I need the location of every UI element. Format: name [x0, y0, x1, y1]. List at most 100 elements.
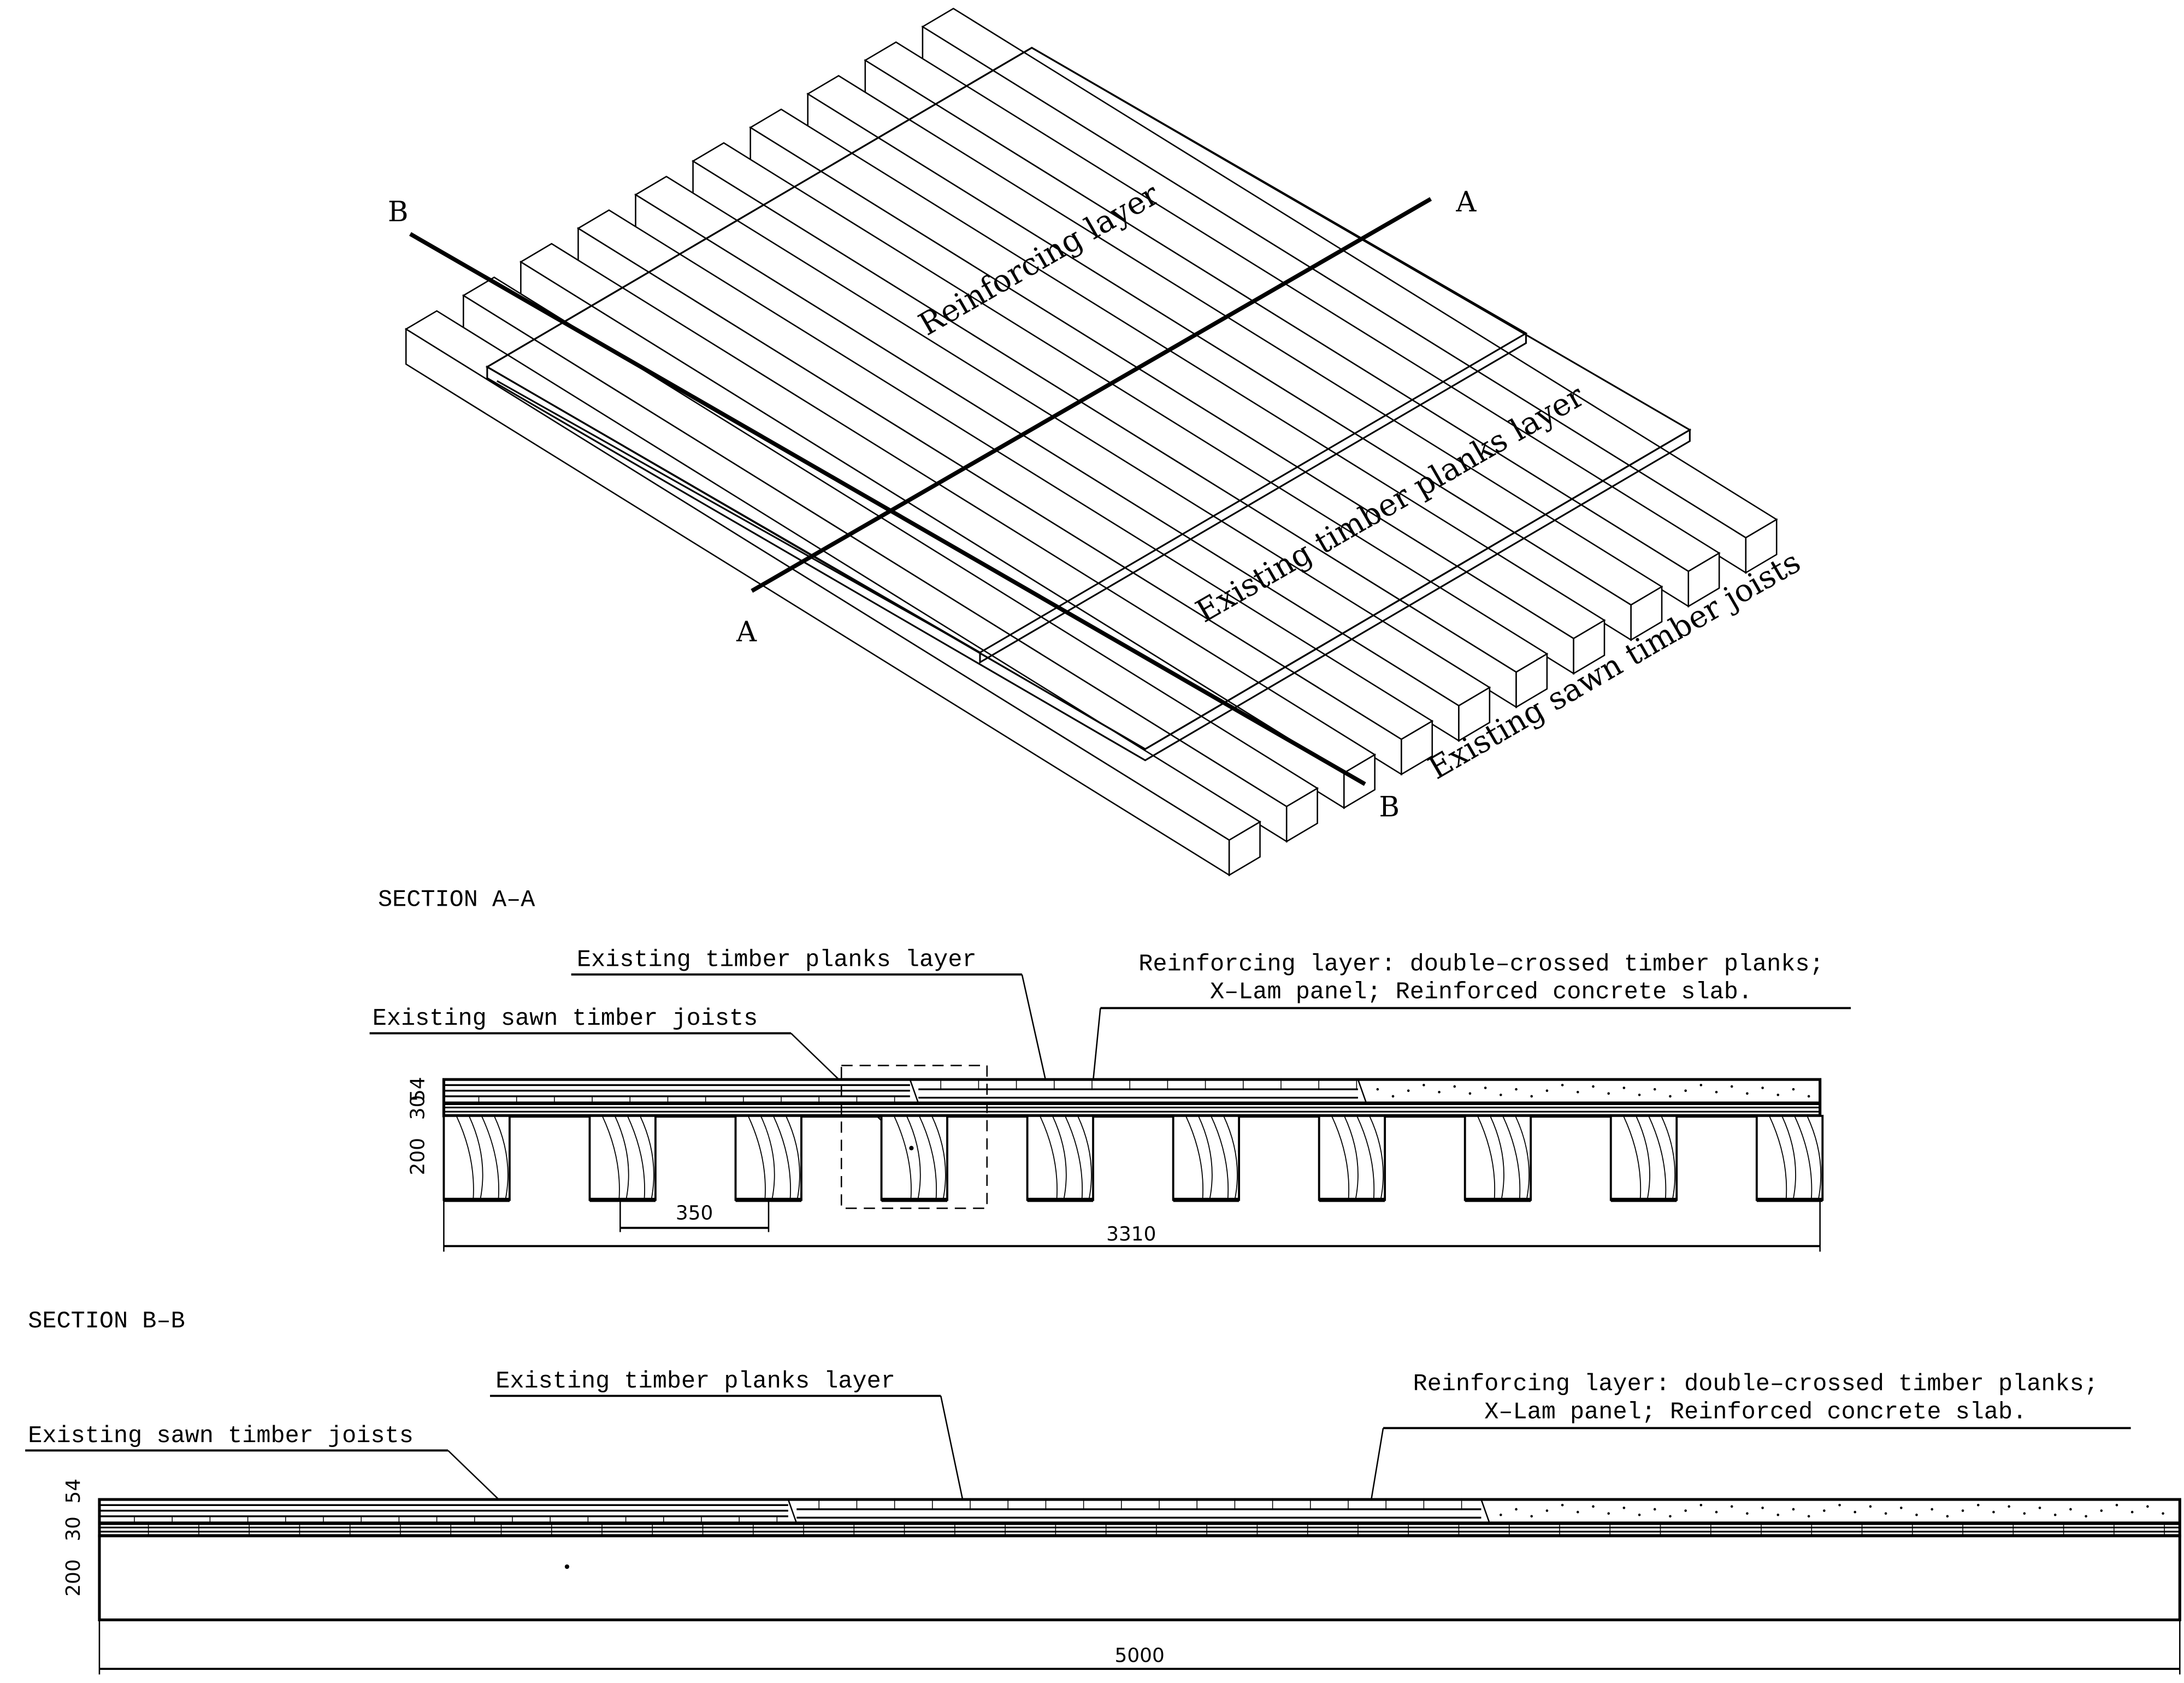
transition-line [1480, 1499, 1491, 1524]
dim-200: 200 [407, 1138, 429, 1175]
wood-grain [456, 1115, 474, 1200]
concrete-aggregate [1931, 1508, 1933, 1511]
concrete-aggregate [1407, 1089, 1410, 1092]
concrete-aggregate [2100, 1509, 2103, 1512]
concrete-aggregate [2162, 1512, 2164, 1515]
wood-grain [772, 1115, 791, 1200]
concrete-aggregate [1545, 1089, 1549, 1092]
joist-section [880, 1114, 948, 1202]
leader-dot [564, 1564, 570, 1569]
concrete-aggregate [1592, 1085, 1595, 1088]
concrete-aggregate [2038, 1507, 2041, 1509]
joist-section [1172, 1114, 1241, 1202]
concrete-aggregate [1699, 1503, 1703, 1507]
dim-spacing: 350 [676, 1202, 713, 1224]
concrete-aggregate [1746, 1092, 1749, 1095]
section-a-start-label: A [736, 616, 757, 648]
concrete-aggregate [1638, 1094, 1641, 1096]
section-aa: SECTION A–A Existing timber planks layer… [369, 887, 1851, 1252]
section-bb-title: SECTION B–B [28, 1308, 185, 1335]
concrete-aggregate [1545, 1509, 1549, 1512]
iso-joists [404, 8, 1778, 877]
concrete-aggregate [1699, 1084, 1703, 1086]
dim-54-bb: 54 [62, 1479, 85, 1504]
dim-200-bb: 200 [62, 1559, 85, 1596]
concrete-aggregate [1500, 1094, 1502, 1096]
wood-grain [468, 1115, 483, 1200]
section-bb-reinforcing-label-1: Reinforcing layer: double–crossed timber… [1413, 1371, 2098, 1398]
detail-callout-box [840, 1065, 988, 1209]
wood-grain [906, 1115, 921, 1200]
joist-end-face [1630, 585, 1663, 641]
concrete-aggregate [2008, 1505, 2010, 1508]
concrete-aggregate [1438, 1090, 1441, 1094]
concrete-aggregate [1915, 1513, 1918, 1516]
section-bb-reinforcing-label-2: X–Lam panel; Reinforced concrete slab. [1484, 1399, 2027, 1426]
wood-grain [481, 1115, 499, 1200]
concrete-aggregate [1391, 1095, 1395, 1098]
section-line-a [751, 197, 1432, 593]
wood-grain [1807, 1115, 1822, 1200]
wood-grain [1490, 1115, 1504, 1200]
wood-grain [1344, 1115, 1359, 1200]
joist-end-face [1745, 518, 1778, 574]
concrete-aggregate [2053, 1513, 2057, 1516]
section-aa-planks-label: Existing timber planks layer [577, 947, 977, 974]
joist-end-face [1458, 686, 1491, 742]
joist-section [734, 1114, 802, 1202]
iso-joist [576, 209, 1434, 776]
concrete-aggregate [1453, 1085, 1456, 1088]
concrete-aggregate [1530, 1515, 1533, 1518]
section-bb-joists-label: Existing sawn timber joists [28, 1423, 414, 1450]
concrete-aggregate [1807, 1095, 1810, 1098]
wood-grain [1477, 1115, 1496, 1200]
wood-grain [614, 1115, 629, 1200]
concrete-aggregate [1715, 1510, 1718, 1514]
concrete-aggregate [1746, 1512, 1749, 1515]
concrete-aggregate [1838, 1503, 1841, 1507]
concrete-aggregate [1607, 1512, 1610, 1515]
joist-end-face [1228, 820, 1261, 877]
joist [98, 1534, 2181, 1621]
wood-grain [893, 1115, 912, 1200]
concrete-aggregate [1730, 1085, 1733, 1088]
iso-joist [921, 8, 1778, 574]
wood-grain [1636, 1115, 1650, 1200]
joist-section [1318, 1114, 1386, 1202]
concrete-aggregate [1576, 1090, 1579, 1094]
joist-end-face [1573, 619, 1605, 675]
concrete-aggregate [1561, 1503, 1564, 1507]
concrete-aggregate [1515, 1508, 1518, 1511]
concrete-aggregate [1761, 1507, 1764, 1509]
section-bb: SECTION B–B Existing timber planks layer… [25, 1308, 2181, 1675]
concrete-aggregate [1500, 1513, 1502, 1516]
iso-joist [634, 175, 1491, 742]
wood-grain [1648, 1115, 1667, 1200]
iso-reinforcing-edge [497, 333, 1527, 664]
joist-end-face [1401, 719, 1433, 776]
wood-grain [1223, 1115, 1238, 1200]
leader-dot [909, 1145, 914, 1150]
section-b-end-label: B [1379, 790, 1400, 823]
wood-grain [1781, 1115, 1796, 1200]
concrete-aggregate [2023, 1512, 2026, 1515]
wood-grain [1794, 1115, 1813, 1200]
joist-end-face [1285, 787, 1318, 843]
concrete-aggregate [1376, 1088, 1379, 1091]
joist [1609, 1114, 1678, 1201]
concrete-aggregate [1715, 1090, 1718, 1094]
dim-30: 30 [407, 1095, 429, 1120]
wood-grain [1769, 1115, 1787, 1200]
concrete-aggregate [1592, 1505, 1595, 1508]
wood-grain [760, 1115, 775, 1200]
section-aa-title: SECTION A–A [378, 887, 535, 913]
concrete-aggregate [1884, 1512, 1887, 1515]
wood-grain [1211, 1115, 1229, 1200]
section-aa-reinforcing-label-1: Reinforcing layer: double–crossed timber… [1138, 951, 1823, 978]
concrete-aggregate [1607, 1092, 1610, 1095]
section-aa-joists-label: Existing sawn timber joists [373, 1006, 758, 1032]
wood-grain [493, 1115, 509, 1200]
joist-section [1026, 1114, 1094, 1202]
isometric-view: A A B B Reinforcing layer Existing timbe… [388, 8, 1807, 877]
